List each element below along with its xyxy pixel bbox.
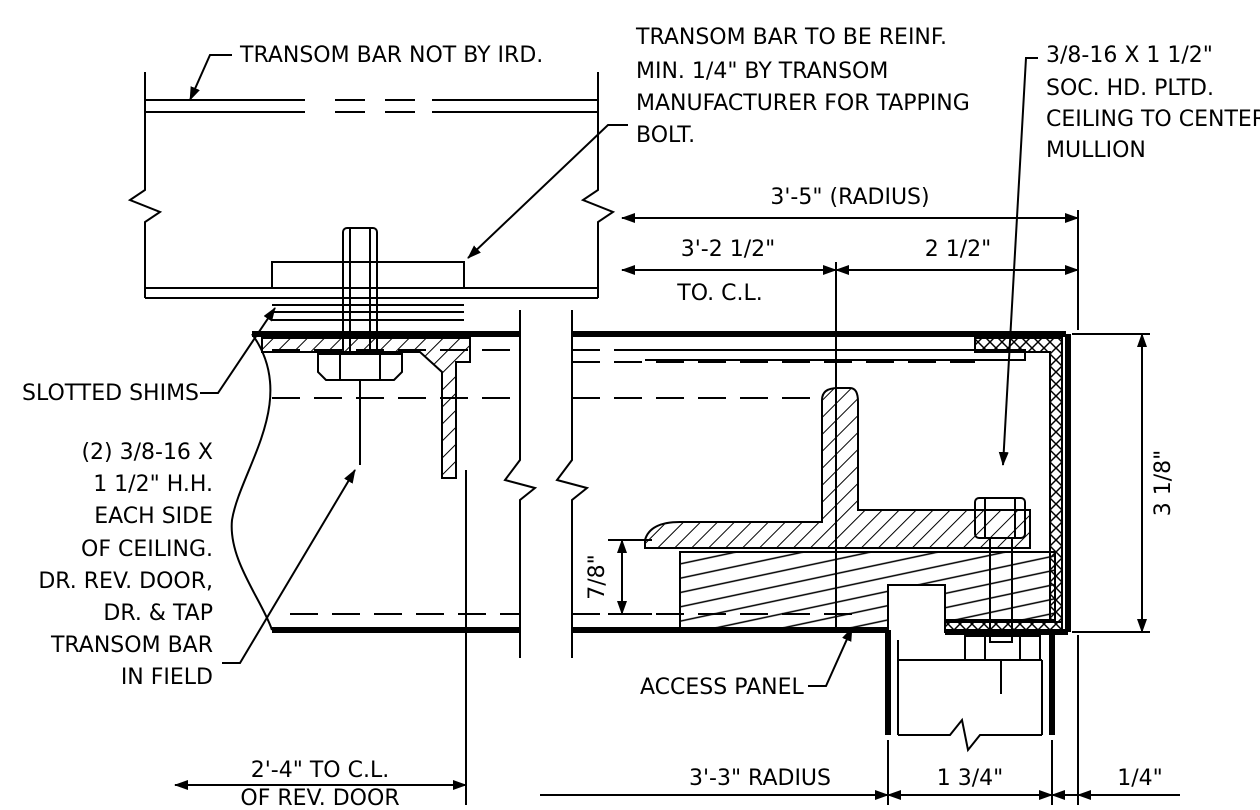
dimension-lines	[174, 213, 1180, 800]
end-insulation	[632, 334, 1071, 635]
label-reinf-line3: MANUFACTURER FOR TAPPING	[636, 91, 970, 116]
label-screw-line3: CEILING TO CENTER	[1046, 107, 1260, 132]
label-access-panel: ACCESS PANEL	[640, 675, 804, 700]
dim-height: 3 1/8"	[1151, 450, 1176, 517]
dim-door-cl-line2: OF REV. DOOR	[240, 786, 399, 810]
label-bolt-line6: DR. & TAP	[103, 601, 213, 626]
label-bolt-line4: OF CEILING.	[81, 537, 213, 562]
label-reinf-line2: MIN. 1/4" BY TRANSOM	[636, 59, 888, 84]
label-bolt-line5: DR. REV. DOOR,	[38, 569, 213, 594]
dim-radius-inner: 3'-3" RADIUS	[689, 766, 831, 791]
label-bolt-line3: EACH SIDE	[94, 504, 213, 529]
label-bolt-line8: IN FIELD	[121, 665, 213, 690]
transom-bar	[127, 72, 616, 299]
label-reinf-line4: BOLT.	[636, 123, 695, 148]
label-slotted-shims: SLOTTED SHIMS	[22, 381, 199, 406]
dim-mullion-width: 1 3/4"	[937, 766, 1004, 791]
label-bolt-line1: (2) 3/8-16 X	[81, 440, 213, 465]
dim-to-cl: 3'-2 1/2"	[681, 237, 776, 262]
label-screw-line1: 3/8-16 X 1 1/2"	[1046, 43, 1213, 68]
dim-depth: 7/8"	[585, 554, 610, 600]
label-bolt-line7: TRANSOM BAR	[50, 633, 213, 658]
center-lines	[465, 210, 1079, 805]
leader-lines	[189, 54, 1038, 687]
dim-offset: 2 1/2"	[925, 237, 992, 262]
shim-stack	[271, 261, 465, 321]
angle-bracket	[644, 387, 1056, 631]
dim-door-cl-line1: 2'-4" TO C.L.	[251, 758, 389, 783]
break-lines	[503, 310, 590, 658]
annotations: TRANSOM BAR NOT BY IRD. TRANSOM BAR TO B…	[22, 25, 1260, 810]
center-mullion	[885, 630, 1055, 753]
label-screw-line4: MULLION	[1046, 138, 1146, 163]
label-transom-bar-not-by-ird: TRANSOM BAR NOT BY IRD.	[239, 43, 543, 68]
label-screw-line2: SOC. HD. PLTD.	[1046, 76, 1214, 101]
label-reinf-line1: TRANSOM BAR TO BE REINF.	[635, 25, 947, 50]
dim-radius-outer: 3'-5" (RADIUS)	[770, 185, 929, 210]
label-bolt-line2: 1 1/2" H.H.	[93, 472, 213, 497]
dim-to-cl-sub: TO. C.L.	[676, 281, 762, 306]
dim-gap: 1/4"	[1117, 766, 1163, 791]
socket-head-screw	[964, 497, 1041, 694]
